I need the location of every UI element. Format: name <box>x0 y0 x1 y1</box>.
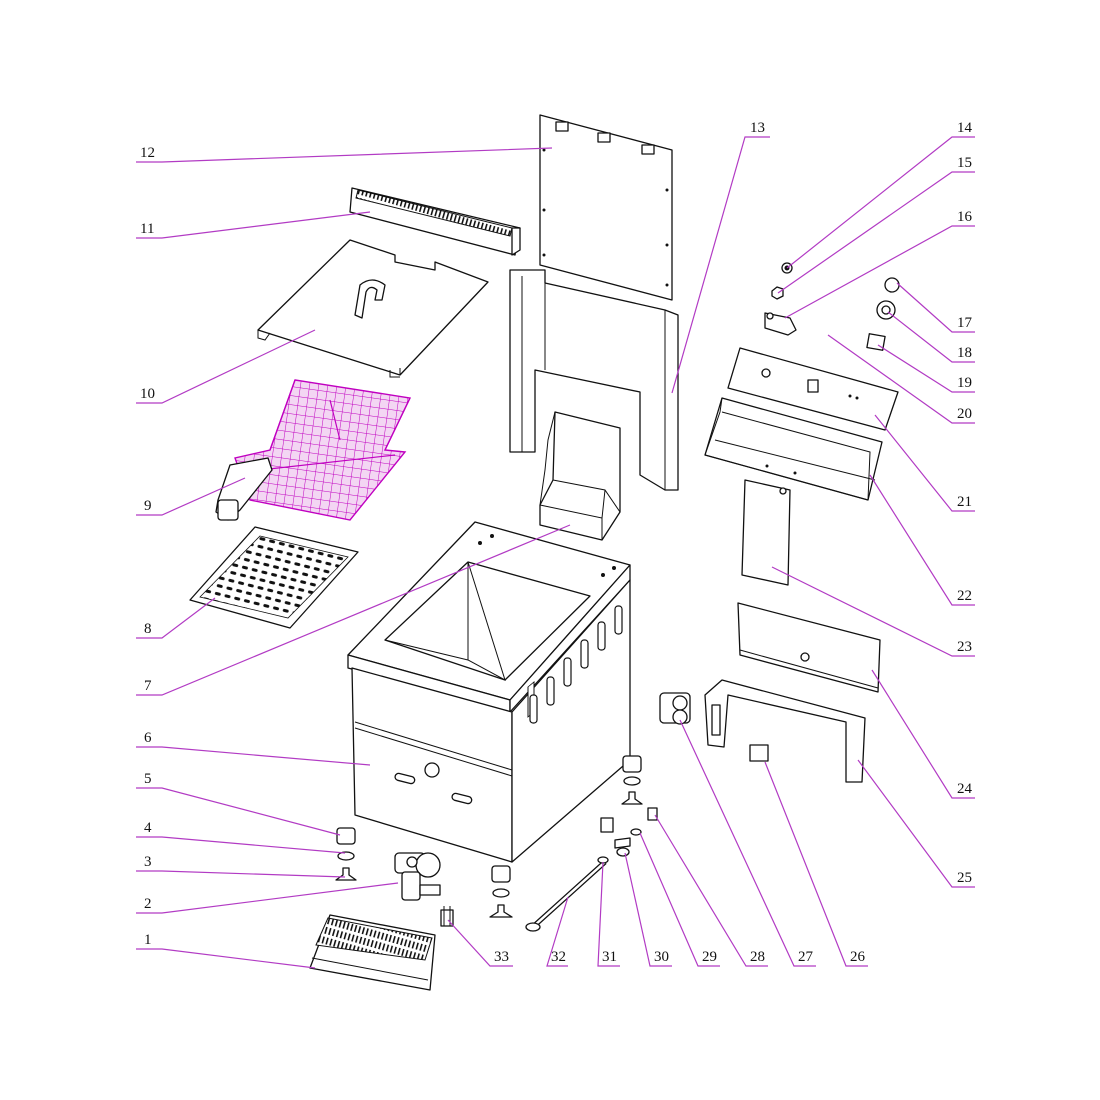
label-3: 3 <box>144 854 152 870</box>
part-26-switch <box>749 744 769 762</box>
part-7-flue-chute <box>539 411 621 541</box>
label-33: 33 <box>494 949 509 965</box>
part-24-front-plate <box>737 602 881 693</box>
label-16: 16 <box>957 209 973 225</box>
label-8: 8 <box>144 621 152 637</box>
label-20: 20 <box>957 406 972 422</box>
part-8-grate <box>189 526 359 629</box>
part-10-lid <box>257 239 489 378</box>
part-11-vent-bar <box>349 187 521 256</box>
part-2-gas-valve <box>394 852 441 901</box>
fryer-main-body <box>347 521 631 863</box>
part-22-control-box <box>704 397 883 501</box>
label-32: 32 <box>551 949 566 965</box>
label-12: 12 <box>140 145 155 161</box>
label-13: 13 <box>750 120 765 136</box>
part-32-pilot-tube <box>525 860 607 932</box>
label-14: 14 <box>957 120 973 136</box>
label-19: 19 <box>957 375 972 391</box>
label-1: 1 <box>144 932 152 948</box>
label-7: 7 <box>144 678 152 694</box>
leader-lines <box>136 136 975 969</box>
label-26: 26 <box>850 949 866 965</box>
label-29: 29 <box>702 949 717 965</box>
label-9: 9 <box>144 498 152 514</box>
label-25: 25 <box>957 870 972 886</box>
part-27-thermostat <box>659 692 691 725</box>
part-12-back-panel <box>539 114 673 301</box>
label-5: 5 <box>144 771 152 787</box>
label-18: 18 <box>957 345 972 361</box>
label-27: 27 <box>798 949 814 965</box>
part-25-bracket <box>704 679 866 783</box>
label-24: 24 <box>957 781 973 797</box>
label-4: 4 <box>144 820 152 836</box>
part-21-control-panel <box>727 347 899 431</box>
part-9-fry-basket <box>215 379 412 521</box>
label-6: 6 <box>144 730 152 746</box>
label-2: 2 <box>144 896 152 912</box>
part-1-burner <box>309 914 436 991</box>
label-21: 21 <box>957 494 972 510</box>
label-23: 23 <box>957 639 972 655</box>
label-11: 11 <box>140 221 154 237</box>
label-17: 17 <box>957 315 973 331</box>
label-10: 10 <box>140 386 155 402</box>
label-22: 22 <box>957 588 972 604</box>
label-31: 31 <box>602 949 617 965</box>
part-13-back-frame <box>509 269 679 491</box>
label-30: 30 <box>654 949 669 965</box>
part-23-column <box>741 479 791 586</box>
parts-28-31-fittings <box>597 807 658 864</box>
label-15: 15 <box>957 155 972 171</box>
label-28: 28 <box>750 949 765 965</box>
part-number-labels: 12 11 10 9 8 7 6 5 4 3 2 1 13 14 15 16 1… <box>140 120 973 965</box>
